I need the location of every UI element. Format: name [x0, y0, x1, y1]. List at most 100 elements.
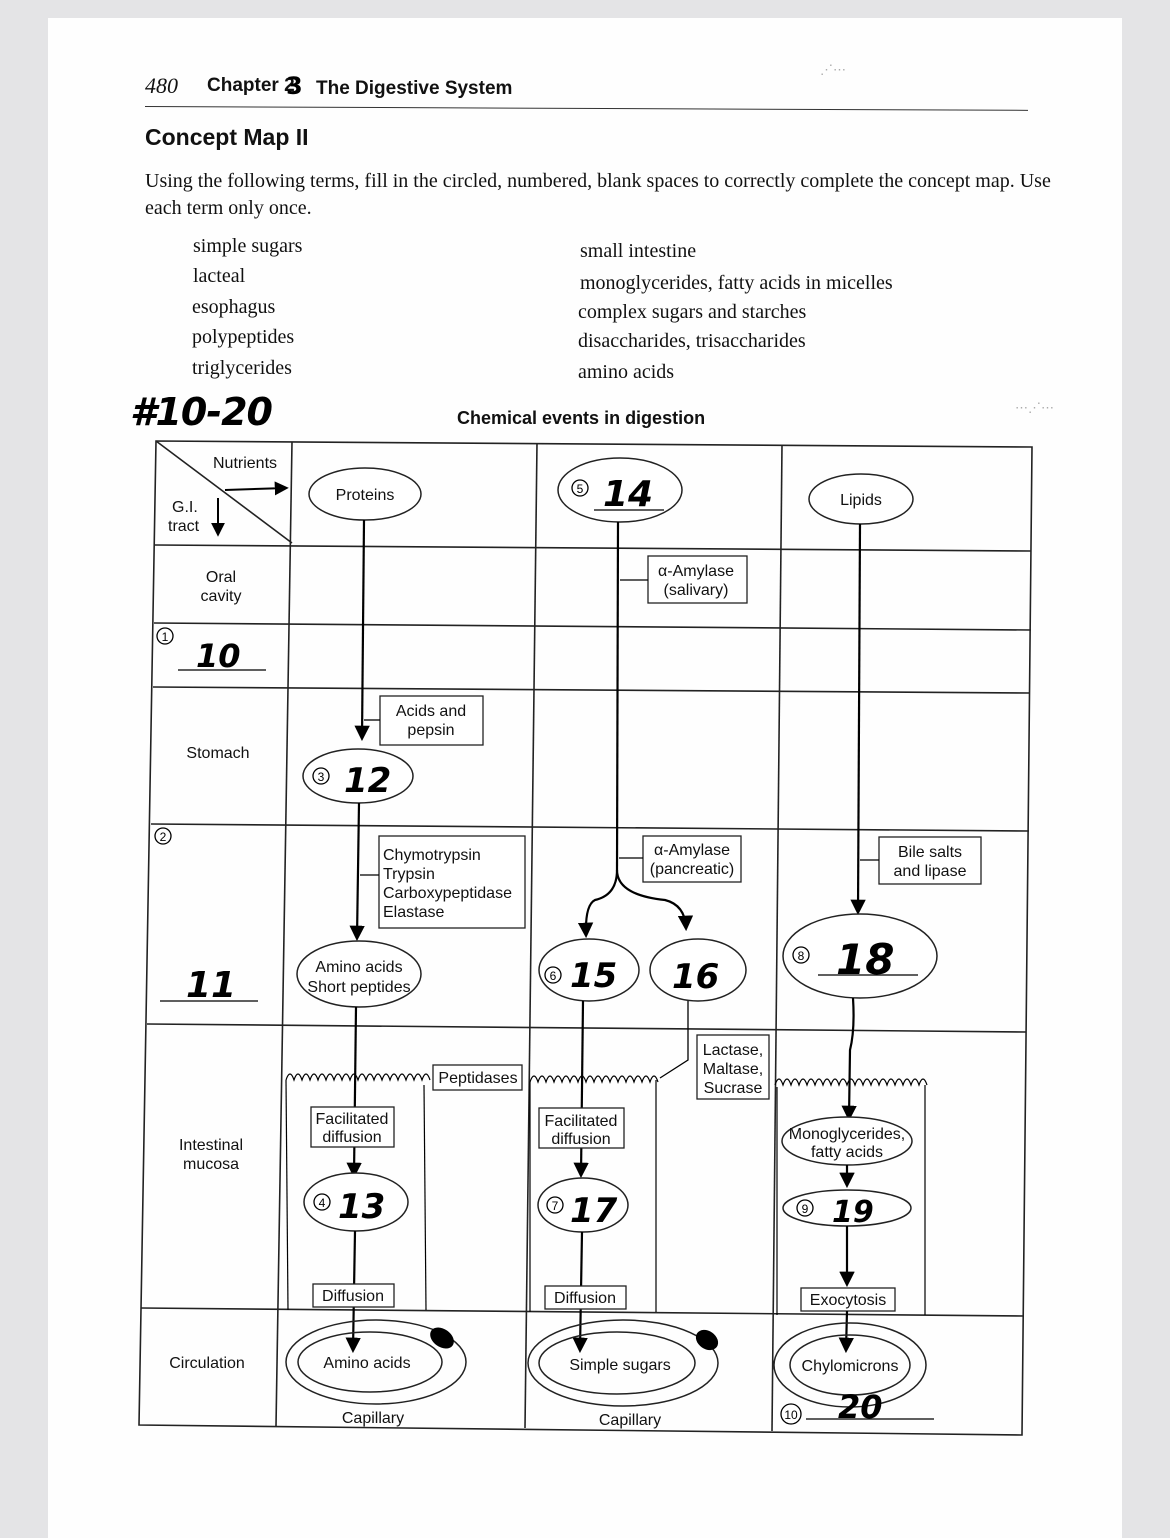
blank-4-oval	[303, 1172, 409, 1232]
capillary-inner-1	[297, 1331, 443, 1393]
answer-12: 12	[344, 761, 391, 801]
svg-text:Sucrase: Sucrase	[704, 1080, 763, 1097]
svg-text:Carboxypeptidase: Carboxypeptidase	[383, 885, 512, 902]
answer-16: 16	[672, 957, 719, 997]
circled-number-4: 4	[319, 1196, 326, 1210]
capillary-label-2: Capillary	[599, 1412, 661, 1429]
circled-number-7: 7	[552, 1199, 559, 1213]
answer-19: 19	[832, 1195, 874, 1230]
amylase-salivary-box	[647, 555, 748, 604]
nutrients-label: Nutrients	[213, 455, 277, 472]
term-item: amino acids	[578, 361, 675, 383]
gi-label: G.I.	[172, 499, 198, 516]
answer-13: 13	[338, 1187, 385, 1227]
capillary-outer-1	[285, 1319, 467, 1405]
blank-8-oval	[782, 913, 938, 999]
circled-number-3: 3	[318, 770, 325, 784]
answer-15: 15	[570, 956, 617, 996]
svg-text:Chymotrypsin: Chymotrypsin	[383, 847, 481, 864]
svg-text:Maltase,: Maltase,	[703, 1061, 763, 1078]
svg-text:1: 1	[162, 630, 169, 644]
nutrients-arrow	[224, 481, 289, 496]
term-item: esophagus	[192, 296, 276, 318]
circled-number-1	[156, 627, 174, 645]
answer-10: 10	[196, 637, 241, 675]
term-item: lacteal	[193, 265, 246, 287]
blank-6-oval	[538, 938, 640, 1002]
amino-short-peptides-oval	[296, 940, 422, 1008]
svg-text:Trypsin: Trypsin	[383, 866, 435, 883]
row-mucosa: Intestinal	[179, 1137, 243, 1154]
term-item: triglycerides	[192, 357, 292, 379]
svg-text:Simple sugars: Simple sugars	[569, 1357, 670, 1374]
svg-text:Facilitated: Facilitated	[316, 1111, 389, 1128]
circled-number-5: 5	[577, 482, 584, 496]
term-item: small intestine	[580, 240, 697, 262]
scan-smudge: ⋰⋯	[820, 62, 846, 77]
answer-20: 20	[838, 1388, 883, 1426]
proteins-label: Proteins	[336, 487, 395, 504]
lipids-oval	[808, 473, 914, 525]
chapter-number-mark: 3	[286, 72, 303, 100]
answer-17: 17	[570, 1191, 618, 1231]
term-item: polypeptides	[192, 326, 295, 348]
svg-text:and lipase: and lipase	[894, 863, 967, 880]
circled-number-8: 8	[798, 949, 805, 963]
answer-14: 14	[603, 474, 653, 515]
svg-text:Amino acids: Amino acids	[323, 1355, 410, 1372]
svg-text:Diffusion: Diffusion	[554, 1290, 616, 1307]
svg-text:(pancreatic): (pancreatic)	[650, 861, 734, 878]
lacteal-outer	[773, 1322, 927, 1408]
instructions: Using the following terms, fill in the c…	[145, 170, 1051, 219]
svg-text:Amino acids: Amino acids	[315, 959, 402, 976]
answer-11: 11	[186, 965, 236, 1006]
peptidases-box	[432, 1064, 523, 1091]
circled-number-10: 10	[784, 1408, 798, 1422]
capillary-inner-2	[538, 1331, 696, 1395]
circled-number-9: 9	[802, 1202, 809, 1216]
term-item: monoglycerides, fatty acids in micelles	[580, 272, 893, 294]
svg-text:Acids and: Acids and	[396, 703, 466, 720]
chapter-title: The Digestive System	[316, 78, 513, 99]
answer-18: 18	[836, 935, 894, 984]
chapter-label: Chapter 2	[207, 75, 295, 96]
row-circulation: Circulation	[169, 1355, 245, 1372]
row-mucosa-2: mucosa	[183, 1156, 239, 1173]
scan-smudge-2: ⋯⋰⋯	[1015, 400, 1054, 415]
svg-text:Chylomicrons: Chylomicrons	[802, 1358, 899, 1375]
row-stomach: Stomach	[186, 745, 249, 762]
svg-text:Lactase,: Lactase,	[703, 1042, 763, 1059]
bile-lipase-box	[878, 836, 982, 885]
svg-text:Exocytosis: Exocytosis	[810, 1292, 886, 1309]
diagram-title: Chemical events in digestion	[457, 408, 706, 428]
term-item: disaccharides, trisaccharides	[578, 330, 806, 352]
svg-text:Peptidases: Peptidases	[438, 1070, 517, 1087]
svg-text:fatty acids: fatty acids	[811, 1144, 883, 1161]
svg-text:(salivary): (salivary)	[664, 582, 729, 599]
svg-text:Elastase: Elastase	[383, 904, 444, 921]
svg-text:Diffusion: Diffusion	[322, 1288, 384, 1305]
proteins-oval	[308, 467, 422, 521]
acids-pepsin-box	[379, 695, 484, 746]
document-page	[48, 18, 1122, 1538]
svg-text:Bile salts: Bile salts	[898, 844, 962, 861]
svg-text:α-Amylase: α-Amylase	[658, 563, 734, 580]
capillary-outer-2	[527, 1319, 719, 1407]
handwritten-note: #10-20	[130, 390, 273, 434]
circled-number-6: 6	[550, 969, 557, 983]
concept-map-title: Concept Map II	[145, 124, 309, 150]
lipids-label: Lipids	[840, 492, 882, 509]
lactase-box	[696, 1034, 770, 1100]
circled-number-2	[154, 827, 172, 845]
pancreatic-protease-box	[378, 835, 526, 929]
svg-text:2: 2	[160, 830, 167, 844]
blank-16-oval	[649, 938, 747, 1002]
page-number: 480	[145, 73, 178, 98]
mucosa-villi	[285, 1073, 928, 1315]
blood-cell	[430, 1327, 454, 1349]
gi-label-2: tract	[168, 518, 200, 535]
blank-5-oval	[557, 457, 683, 523]
term-item: simple sugars	[193, 235, 303, 257]
term-item: complex sugars and starches	[578, 301, 807, 323]
